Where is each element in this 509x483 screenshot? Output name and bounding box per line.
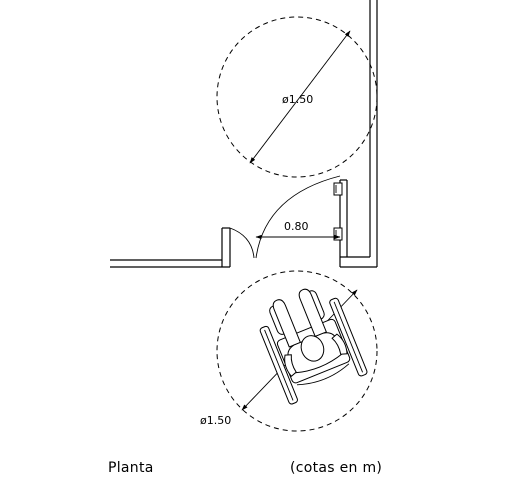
- lower-diameter-label: ø1.50: [200, 414, 231, 427]
- upper-diameter-label: ø1.50: [282, 93, 313, 106]
- door-width-label: 0.80: [284, 220, 309, 233]
- small-door-arc: [229, 227, 255, 259]
- right-door-jamb: [333, 179, 348, 267]
- lower-turning-circle: [216, 270, 378, 432]
- upper-diameter-line: [249, 30, 351, 164]
- left-door-jamb: [221, 227, 231, 267]
- wheelchair-user-icon: [259, 288, 368, 405]
- bottom-wall: [110, 256, 377, 268]
- door-swing-arc: [255, 175, 341, 259]
- caption-plan: Planta: [108, 460, 154, 476]
- right-wall: [369, 0, 378, 267]
- upper-turning-circle: [216, 16, 378, 178]
- caption-units: (cotas en m): [290, 460, 382, 476]
